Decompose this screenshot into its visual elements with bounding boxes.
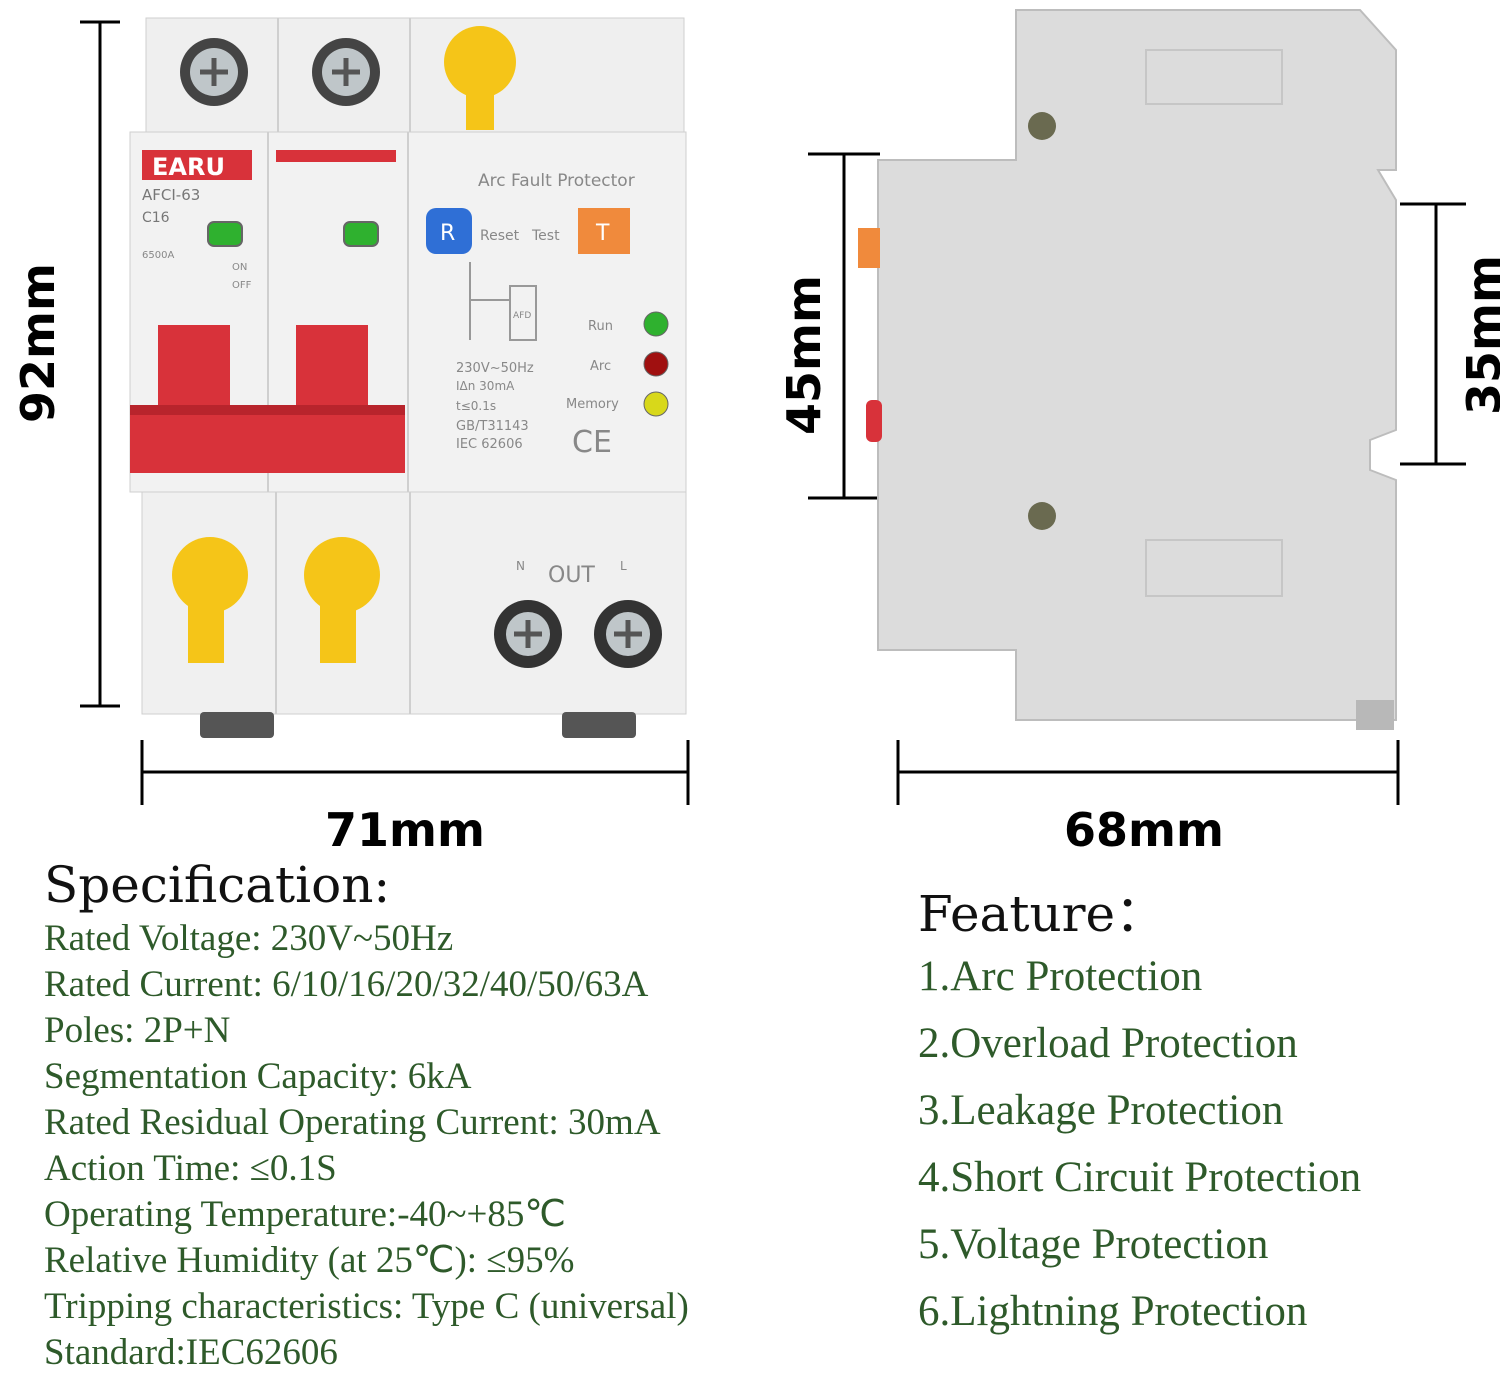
screw-terminal-l [594, 600, 662, 668]
pole2-indicator-window [343, 221, 379, 247]
voltage-rating: 230V~50Hz [456, 361, 534, 376]
on-label: ON [232, 262, 247, 273]
feature-item: 1.Arc Protection [918, 953, 1203, 1000]
side-test-button [858, 228, 880, 268]
svg-text:R: R [440, 221, 455, 246]
test-button[interactable]: T [578, 208, 630, 254]
feature-item: 5.Voltage Protection [918, 1221, 1269, 1268]
arc-label: Arc [590, 359, 611, 374]
run-label: Run [588, 319, 613, 334]
screw-terminal-top-2 [312, 38, 380, 106]
arc-led [643, 351, 669, 377]
pole-red-stripe [276, 150, 396, 162]
ce-mark: CE [572, 425, 612, 460]
spec-item: Rated Voltage: 230V~50Hz [44, 918, 454, 959]
feature-item: 3.Leakage Protection [918, 1087, 1284, 1134]
screw-terminal-top-1 [180, 38, 248, 106]
brand-text: EARU [152, 153, 225, 181]
yellow-terminal-cover-bottom-2 [304, 537, 380, 663]
feature-item: 4.Short Circuit Protection [918, 1154, 1362, 1201]
memory-label: Memory [566, 397, 619, 412]
time-rating: t≤0.1s [456, 399, 496, 413]
out-label: OUT [548, 563, 595, 588]
spec-item: Rated Current: 6/10/16/20/32/40/50/63A [44, 964, 649, 1005]
screw-terminal-n [494, 600, 562, 668]
front-width-label: 71mm [325, 803, 485, 857]
feature-item: 6.Lightning Protection [918, 1288, 1308, 1335]
rivet-top [1028, 112, 1056, 140]
spec-item: Standard:IEC62606 [44, 1332, 338, 1373]
specification-heading: Specification: [44, 856, 391, 914]
din-clip-right [562, 712, 636, 738]
pole1-indicator-window [207, 221, 243, 247]
side-inner-height-label: 45mm [777, 275, 831, 435]
feature-list: 1.Arc Protection 2.Overload Protection 3… [918, 952, 1361, 1354]
gb-standard: GB/T31143 [456, 419, 529, 434]
bottom-rail-slot [1145, 539, 1283, 597]
side-rail-height-label: 35mm [1457, 255, 1500, 415]
specification-list: Rated Voltage: 230V~50Hz Rated Current: … [44, 916, 689, 1376]
spec-item: Segmentation Capacity: 6kA [44, 1056, 472, 1097]
red-breaker-handle[interactable] [130, 325, 405, 473]
spec-item: Poles: 2P+N [44, 1010, 231, 1051]
front-view-breaker: EARU AFCI-63 C16 6500A ON OFF Arc Fault … [80, 17, 690, 805]
front-width-dimension-line [140, 740, 690, 805]
yellow-terminal-cover-bottom-1 [172, 537, 248, 663]
reset-label: Reset [480, 228, 520, 244]
reset-button[interactable]: R [426, 208, 472, 254]
svg-text:T: T [595, 221, 610, 246]
circuit-schematic [469, 262, 537, 341]
n-label: N [516, 559, 525, 573]
spec-item: Operating Temperature:-40~+85℃ [44, 1194, 566, 1235]
spec-item: Tripping characteristics: Type C (univer… [44, 1286, 689, 1327]
spec-item: Action Time: ≤0.1S [44, 1148, 337, 1189]
feature-item: 2.Overload Protection [918, 1020, 1298, 1067]
top-rail-slot [1145, 49, 1283, 105]
din-rail-clip [1356, 700, 1394, 730]
side-width-dimension-line [896, 740, 1400, 805]
spec-item: Relative Humidity (at 25℃): ≤95% [44, 1240, 575, 1281]
iec-standard: IEC 62606 [456, 437, 523, 452]
feature-heading: Feature： [918, 885, 1166, 943]
residual-rating: IΔn 30mA [456, 379, 515, 393]
side-body [877, 9, 1397, 721]
yellow-terminal-cover-top [444, 26, 516, 130]
brand-badge [142, 150, 252, 180]
din-clip-left [200, 712, 274, 738]
front-height-dimension-line [80, 20, 120, 708]
spec-item: Rated Residual Operating Current: 30mA [44, 1102, 661, 1143]
side-height-dimension-line [808, 152, 880, 500]
memory-led [643, 391, 669, 417]
rail-height-dimension-line [1400, 202, 1466, 466]
rivet-bottom [1028, 502, 1056, 530]
front-height-label: 92mm [11, 263, 65, 423]
side-view-breaker [808, 9, 1466, 805]
rating-text: C16 [142, 210, 170, 226]
test-label: Test [531, 228, 560, 244]
model-text: AFCI-63 [142, 186, 200, 204]
run-led [643, 311, 669, 337]
capacity-text: 6500A [142, 250, 174, 261]
side-handle [866, 400, 882, 442]
off-label: OFF [232, 280, 252, 291]
afci-title: Arc Fault Protector [478, 171, 635, 191]
l-label: L [620, 559, 627, 573]
afd-label: AFD [513, 311, 531, 321]
side-width-label: 68mm [1064, 803, 1224, 857]
